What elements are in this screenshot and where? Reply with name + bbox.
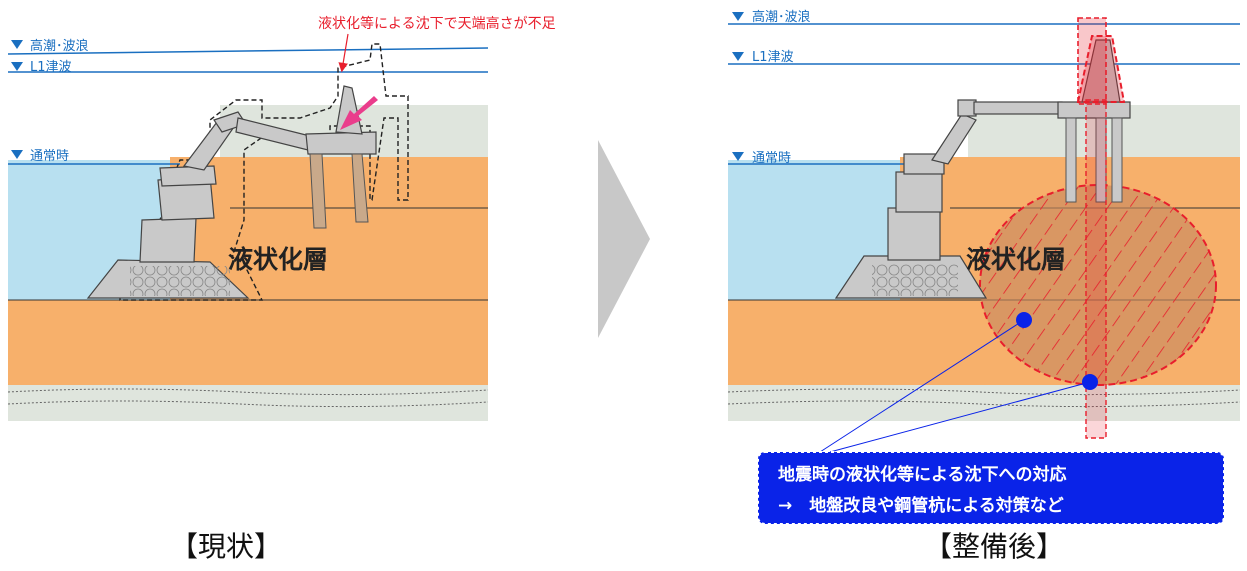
rubble-mound — [130, 266, 230, 296]
settlement-arrow-icon — [340, 96, 378, 130]
piles — [309, 153, 369, 229]
liquefaction-layer-lower — [8, 300, 488, 385]
liquefaction-layer-label: 液状化層 — [966, 245, 1066, 274]
original-outline — [119, 43, 409, 301]
tsunami-label: L1津波 — [752, 50, 794, 65]
before-caption: 【現状】 — [170, 530, 282, 563]
break-line — [7, 388, 489, 396]
steel-pipe-pile — [1085, 99, 1107, 439]
break-line — [7, 400, 489, 408]
settlement-alert: 液状化等による沈下で天端高さが不足 — [318, 15, 556, 32]
bedrock — [728, 385, 1240, 421]
countermeasure-note-line2: → 地盤改良や鋼管杭による対策など — [778, 495, 1064, 516]
countermeasure-note-line1: 地震時の液状化等による沈下への対応 — [778, 464, 1067, 485]
countermeasure-note-box — [757, 451, 1225, 525]
rubble-mound — [872, 264, 958, 296]
deck — [182, 111, 377, 171]
high-tide-label: 高潮･波浪 — [752, 9, 811, 25]
tsunami-label: L1津波 — [30, 60, 72, 75]
pointer-line — [829, 381, 1091, 453]
break-line — [727, 388, 1241, 396]
normal-level-label: 通常時 — [752, 151, 791, 166]
liquefaction-layer-label: 液状化層 — [228, 245, 328, 274]
deck — [931, 99, 1131, 165]
steel-pipe-pile — [1077, 17, 1107, 105]
normal-level-label: 通常時 — [30, 149, 69, 164]
bedrock — [8, 385, 488, 421]
normal-marker-icon — [732, 152, 744, 161]
high-tide-marker-icon — [11, 40, 23, 49]
alert-pointer — [338, 33, 349, 73]
high-tide-marker-icon — [732, 12, 744, 21]
pointer-line — [819, 319, 1025, 453]
seawall-countermeasure — [1076, 35, 1126, 103]
before-panel: 高潮･波浪 L1津波 通常時 液状化等 — [7, 15, 556, 563]
high-tide-label: 高潮･波浪 — [30, 38, 89, 54]
normal-marker-icon — [11, 150, 23, 159]
tsunami-marker-icon — [732, 52, 744, 61]
after-caption: 【整備後】 — [924, 530, 1064, 563]
high-tide-line — [7, 47, 489, 55]
ground-improvement-hatch — [980, 185, 1216, 385]
after-panel: 高潮･波浪 L1津波 通常時 — [727, 9, 1241, 563]
piles — [1065, 117, 1123, 203]
break-line — [727, 400, 1241, 408]
tsunami-marker-icon — [11, 62, 23, 71]
transition-arrow-icon — [598, 140, 650, 338]
